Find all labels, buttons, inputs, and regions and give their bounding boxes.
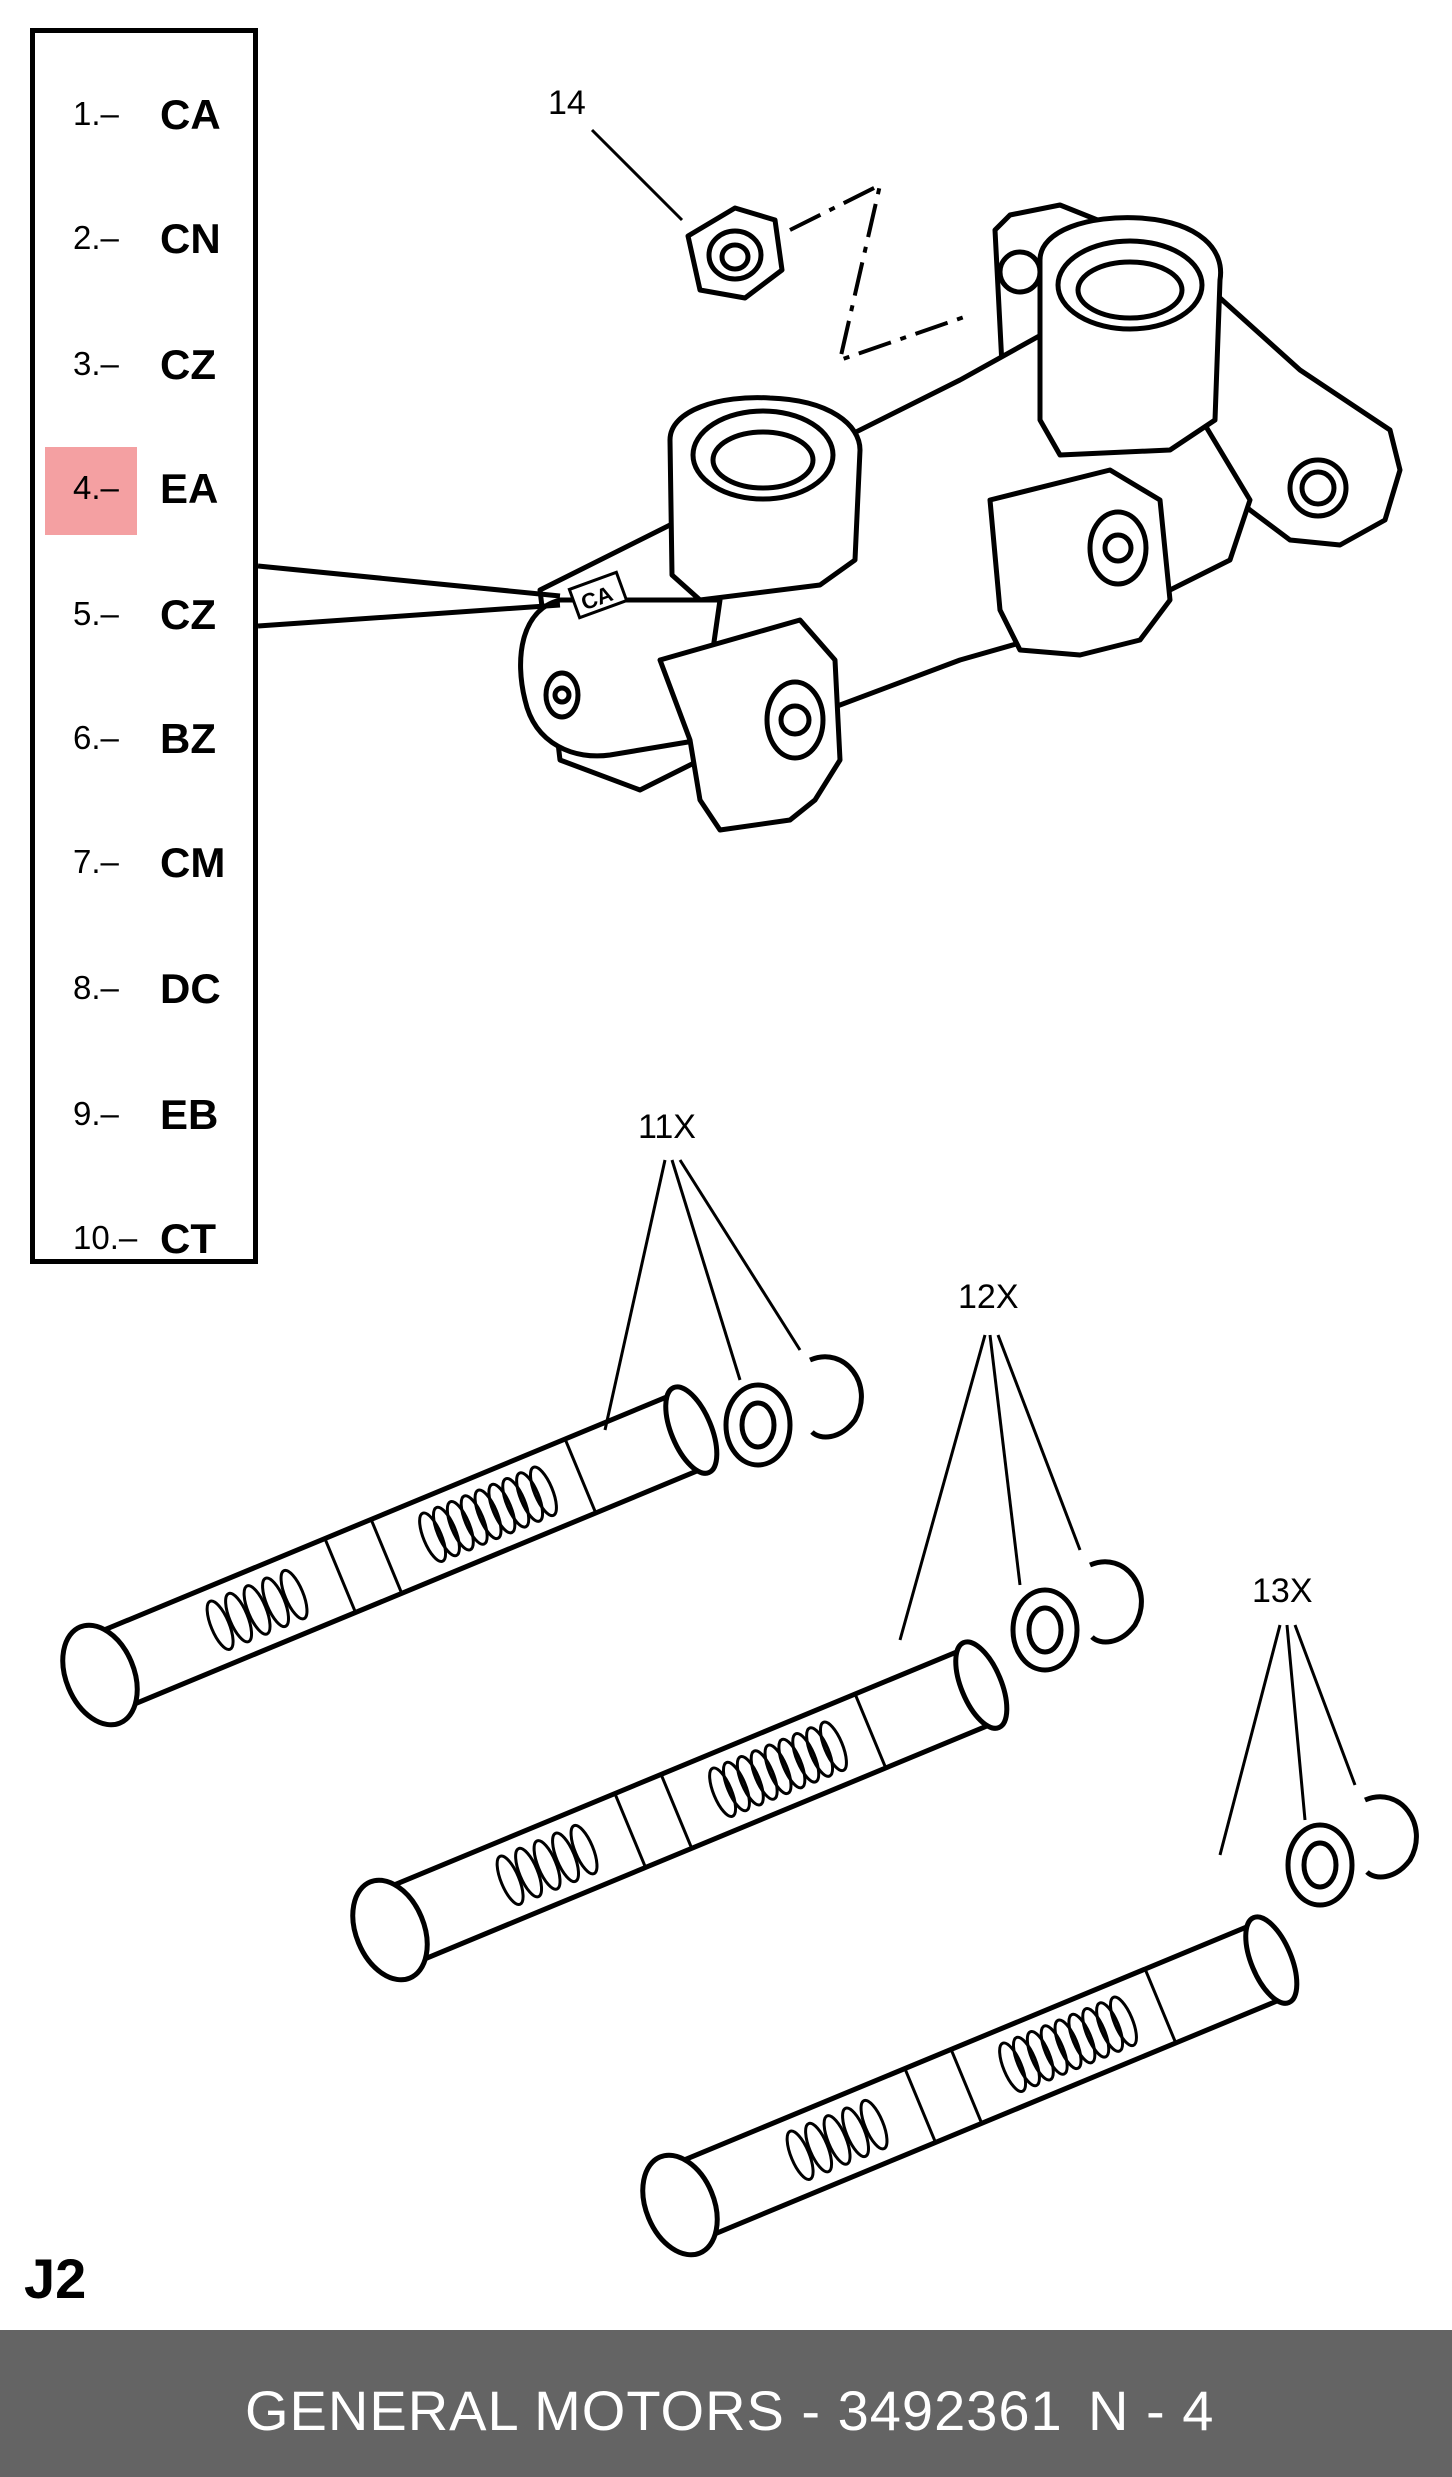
- legend-leader-lines: [257, 563, 561, 629]
- legend-number: 4.–: [73, 469, 119, 506]
- leader-11: [603, 1159, 802, 1431]
- legend-code: BZ: [160, 715, 216, 762]
- code-legend-box: 1.– CA 2.– CN 3.– CZ 4.– EA 5.– CZ 6.– B…: [30, 28, 258, 1264]
- callout-12x: 12X: [958, 1278, 1019, 1316]
- leader-13: [1218, 1624, 1357, 1856]
- legend-code: CZ: [160, 341, 216, 388]
- legend-row-6: 6.– BZ: [35, 705, 253, 765]
- legend-code: CT: [160, 1215, 216, 1262]
- master-cylinder-ports: [543, 238, 1349, 761]
- piston-assembly-2: [350, 1334, 1144, 1983]
- legend-row-8: 8.– DC: [35, 955, 253, 1015]
- callout-14: 14: [548, 84, 586, 122]
- footer-bar: GENERAL MOTORS - 3492361 N - 4: [0, 2330, 1452, 2477]
- legend-row-10: 10.– CT: [35, 1205, 253, 1265]
- legend-row-4-highlighted: 4.– EA: [35, 447, 253, 535]
- legend-row-3: 3.– CZ: [35, 331, 253, 391]
- legend-number: 8.–: [73, 969, 119, 1006]
- piston-assembly-3: [640, 1624, 1419, 2258]
- leader-14: [590, 128, 684, 222]
- legend-code: CN: [160, 215, 221, 262]
- page-code-label: J2: [24, 2247, 87, 2310]
- legend-number: 2.–: [73, 219, 119, 256]
- nut-part: [685, 205, 785, 301]
- legend-code: EA: [160, 465, 219, 512]
- legend-number: 10.–: [73, 1219, 138, 1256]
- nut-assembly-path: [789, 181, 971, 364]
- callout-13x: 13X: [1252, 1572, 1313, 1610]
- legend-row-1: 1.– CA: [35, 81, 253, 141]
- legend-highlight: [45, 447, 137, 535]
- legend-row-7: 7.– CM: [35, 829, 253, 889]
- legend-number: 9.–: [73, 1095, 119, 1132]
- body-stamp-box: [567, 570, 629, 620]
- legend-row-5: 5.– CZ: [35, 581, 253, 641]
- legend-number: 7.–: [73, 843, 119, 880]
- legend-code: CM: [160, 839, 226, 886]
- legend-number: 1.–: [73, 95, 119, 132]
- leader-12: [898, 1334, 1082, 1641]
- footer-part-number: GENERAL MOTORS - 3492361: [245, 2379, 1063, 2442]
- piston-assembly-1: [60, 1159, 864, 1728]
- legend-code: DC: [160, 965, 221, 1012]
- legend-number: 6.–: [73, 719, 119, 756]
- legend-row-9: 9.– EB: [35, 1081, 253, 1141]
- callout-11x: 11X: [638, 1108, 696, 1146]
- legend-code: CZ: [160, 591, 216, 638]
- legend-code: CA: [160, 91, 221, 138]
- footer-page-ref: N - 4: [1088, 2379, 1215, 2442]
- legend-code: EB: [160, 1091, 219, 1138]
- legend-number: 5.–: [73, 595, 119, 632]
- legend-row-2: 2.– CN: [35, 205, 253, 265]
- legend-number: 3.–: [73, 345, 119, 382]
- exploded-parts-diagram: CA: [60, 128, 1419, 2258]
- master-cylinder-body: [518, 202, 1403, 833]
